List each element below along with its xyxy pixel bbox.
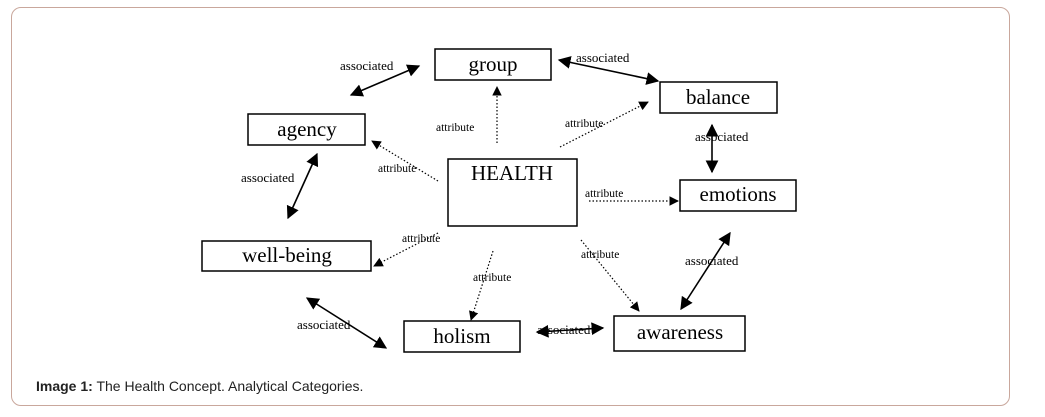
label-assoc-agency-wellbeing: associated	[241, 170, 295, 185]
svg-text:group: group	[469, 52, 518, 76]
label-attr-agency: attribute	[378, 163, 416, 175]
label-attr-balance: attribute	[565, 118, 603, 130]
edge-health-wellbeing	[373, 232, 439, 267]
edge-wellbeing-holism	[305, 297, 388, 349]
edge-health-agency	[371, 140, 439, 182]
node-balance: balance	[659, 81, 778, 114]
label-attr-group: attribute	[436, 122, 474, 134]
node-health: HEALTH	[447, 158, 578, 227]
node-emotions: emotions	[679, 179, 797, 212]
node-group: group	[434, 48, 552, 81]
svg-text:well-being: well-being	[242, 243, 332, 267]
node-awareness: awareness	[613, 315, 746, 352]
caption-text: The Health Concept. Analytical Categorie…	[96, 378, 364, 394]
node-wellbeing: well-being	[201, 240, 372, 272]
label-attr-awareness: attribute	[581, 249, 619, 261]
svg-text:HEALTH: HEALTH	[471, 161, 553, 185]
svg-text:balance: balance	[686, 85, 750, 109]
edge-holism-awareness	[535, 322, 605, 338]
attribute-edges	[371, 86, 679, 321]
edge-agency-group	[349, 64, 421, 97]
edge-health-awareness	[580, 239, 640, 312]
svg-text:emotions: emotions	[700, 182, 777, 206]
edge-health-balance	[559, 101, 649, 148]
label-assoc-emotions-awareness: associated	[685, 253, 739, 268]
edge-emotions-awareness	[680, 231, 731, 311]
svg-text:awareness: awareness	[637, 320, 723, 344]
label-attr-wellbeing: attribute	[402, 233, 440, 245]
label-assoc-holism-awareness: associated	[537, 322, 591, 337]
label-attr-holism: attribute	[473, 272, 511, 284]
label-assoc-balance-emotions: associated	[695, 129, 749, 144]
edge-health-holism	[469, 250, 494, 321]
figure-caption: Image 1: The Health Concept. Analytical …	[36, 378, 363, 394]
node-agency: agency	[247, 113, 366, 146]
svg-text:holism: holism	[433, 324, 490, 348]
label-assoc-group-balance: associated	[576, 50, 630, 65]
associated-edges	[286, 56, 731, 349]
label-assoc-agency-group: associated	[340, 58, 394, 73]
node-holism: holism	[403, 320, 521, 353]
label-assoc-wellbeing-holism: associated	[297, 317, 351, 332]
edge-agency-wellbeing	[286, 152, 319, 220]
svg-text:agency: agency	[277, 117, 337, 141]
edge-group-balance	[557, 56, 660, 85]
label-attr-emotions: attribute	[585, 188, 623, 200]
caption-label: Image 1:	[36, 378, 93, 394]
